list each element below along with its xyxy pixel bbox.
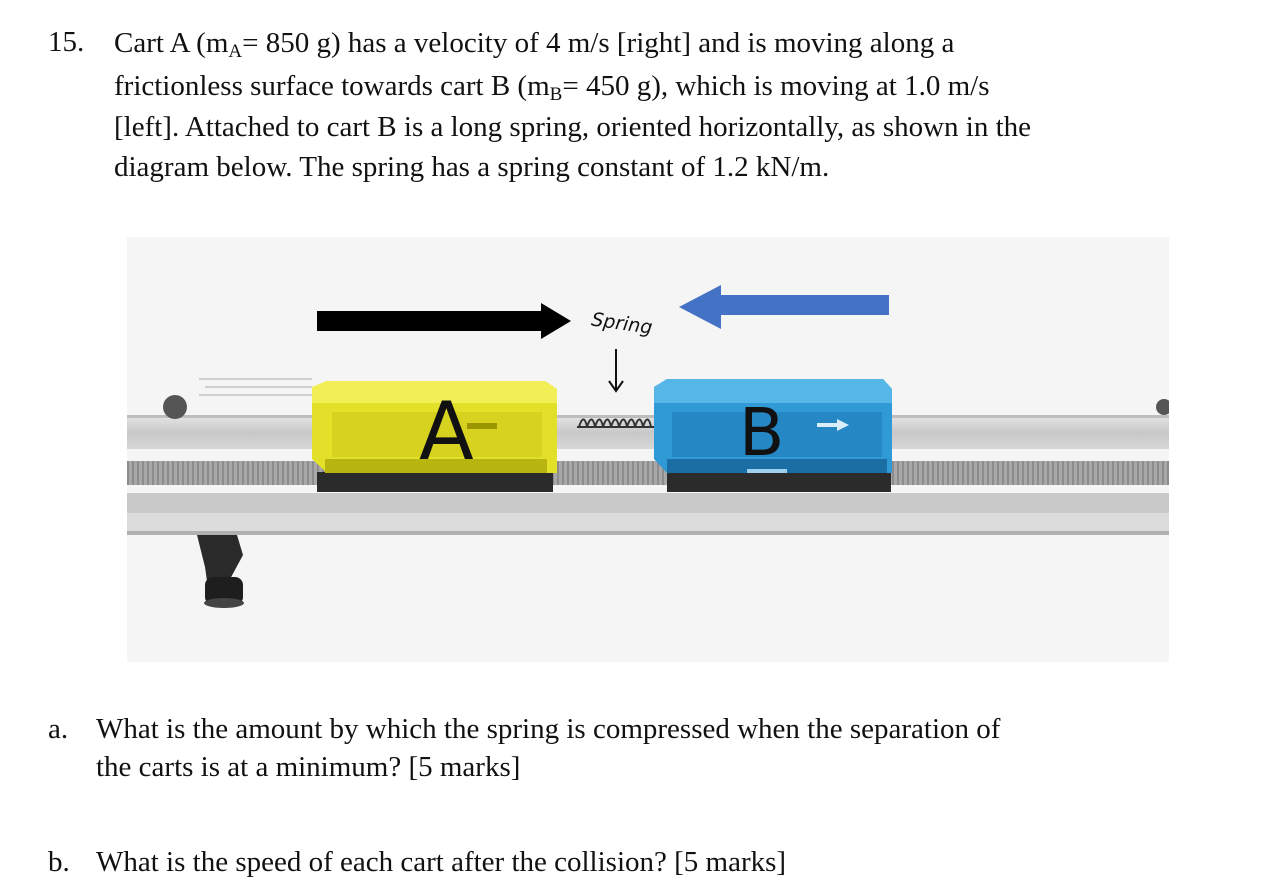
part-a-line-2: the carts is at a minimum? [5 marks] (96, 751, 521, 783)
part-a-letter: a. (48, 713, 69, 745)
question-text: Cart A (mA= 850 g) has a velocity of 4 m… (114, 22, 1154, 188)
cart-b (654, 379, 892, 492)
question-line-1: Cart A (mA= 850 g) has a velocity of 4 m… (114, 27, 955, 62)
spring-label: Spring (590, 309, 654, 339)
cart-a-label: A (419, 385, 474, 478)
question-line-2: frictionless surface towards cart B (mB=… (114, 70, 990, 105)
spring-pointer-arrow (608, 349, 624, 393)
cart-a (312, 381, 557, 492)
collision-diagram: A Spring B (127, 237, 1169, 662)
question-number: 15. (48, 26, 85, 58)
part-a-line-1: What is the amount by which the spring i… (96, 713, 1001, 745)
motion-lines (199, 378, 312, 396)
question-line-4: diagram below. The spring has a spring c… (114, 151, 830, 183)
cart-b-label: B (739, 394, 784, 471)
question-line-3: [left]. Attached to cart B is a long spr… (114, 111, 1032, 143)
part-b: b. What is the speed of each cart after … (48, 843, 1198, 883)
spring (577, 418, 659, 428)
part-b-letter: b. (48, 846, 70, 878)
cart-a-velocity-arrow (317, 303, 571, 339)
part-b-line-1: What is the speed of each cart after the… (96, 846, 787, 878)
part-a: a. What is the amount by which the sprin… (48, 710, 1198, 790)
cart-b-velocity-arrow (679, 285, 889, 329)
track-leg (197, 535, 244, 608)
track (127, 395, 1169, 535)
